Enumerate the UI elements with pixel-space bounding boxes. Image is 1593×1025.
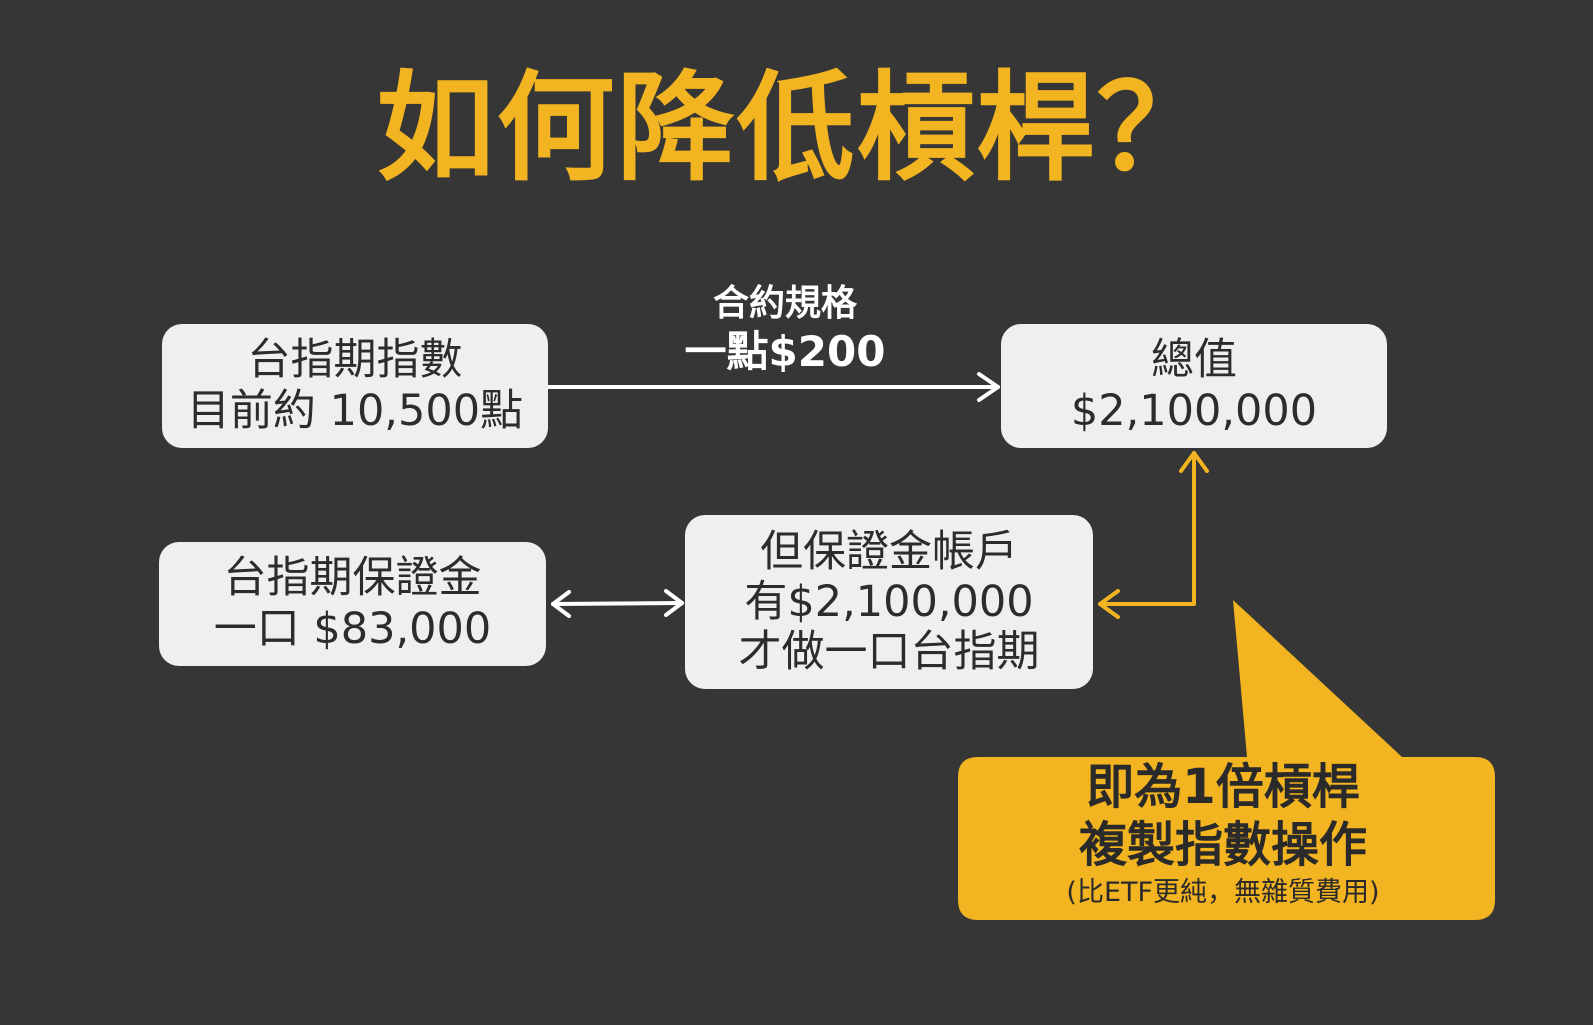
margin-account-line3: 才做一口台指期 [738, 627, 1040, 677]
margin-box: 台指期保證金 一口 $83,000 [159, 542, 546, 666]
double-arrow-margin-account [551, 589, 684, 618]
callout-bubble [958, 600, 1495, 920]
index-box-value: 目前約 10,500點 [186, 386, 524, 436]
arrow-index-to-total [546, 372, 1000, 402]
page-title: 如何降低槓桿？ [376, 59, 1217, 197]
index-box-title: 台指期指數 [247, 335, 463, 385]
margin-box-title: 台指期保證金 [223, 553, 482, 603]
total-value-amount: $2,100,000 [1070, 386, 1318, 436]
contract-spec-value: 一點$200 [684, 327, 886, 376]
margin-account-line1: 但保證金帳戶 [760, 527, 1018, 577]
elbow-arrow-account-total [1098, 451, 1209, 619]
total-value-title: 總值 [1151, 335, 1237, 385]
callout-text: 即為1倍槓桿 複製指數操作 (比ETF更純，無雜質費用) [952, 758, 1494, 912]
callout-headline: 即為1倍槓桿 [1086, 759, 1360, 815]
contract-spec-title: 合約規格 [712, 283, 857, 324]
callout-note: (比ETF更純，無雜質費用) [1066, 877, 1380, 908]
margin-account-box: 但保證金帳戶 有$2,100,000 才做一口台指期 [685, 515, 1093, 689]
index-box: 台指期指數 目前約 10,500點 [162, 324, 548, 448]
margin-box-value: 一口 $83,000 [213, 604, 492, 654]
callout-subheadline: 複製指數操作 [1078, 817, 1367, 873]
total-value-box: 總值 $2,100,000 [1001, 324, 1387, 448]
margin-account-line2: 有$2,100,000 [744, 577, 1034, 627]
contract-spec-label: 合約規格 一點$200 [640, 282, 930, 378]
